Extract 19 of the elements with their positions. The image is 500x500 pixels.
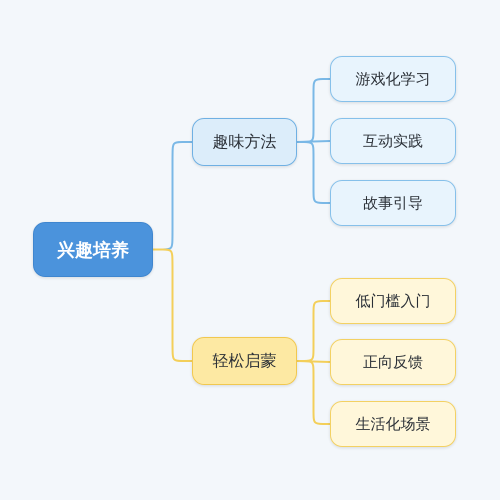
root-topic-box: [33, 222, 153, 277]
topic-label: 低门槛入门: [356, 292, 430, 310]
leaf-topic-box: [330, 118, 456, 164]
topic-label: 互动实践: [363, 132, 423, 150]
leaf-topic-box: [330, 56, 456, 102]
leaf-topic-box: [330, 401, 456, 447]
topic-label: 生活化场景: [356, 414, 430, 434]
topic-label: 游戏化学习: [356, 70, 430, 88]
topic-label: 故事引导: [363, 194, 423, 212]
topic-label: 轻松启蒙: [212, 350, 276, 372]
branch-topic-box: [192, 337, 297, 385]
leaf-topic-box: [330, 339, 456, 385]
leaf-topic-box: [330, 180, 456, 226]
topic-label: 趣味方法: [212, 132, 276, 152]
connector-line: [153, 248, 192, 362]
topic-label: 兴趣培养: [57, 238, 129, 262]
topic-label: 正向反馈: [363, 352, 423, 372]
branch-topic-box: [192, 118, 297, 166]
leaf-topic-box: [330, 278, 456, 324]
